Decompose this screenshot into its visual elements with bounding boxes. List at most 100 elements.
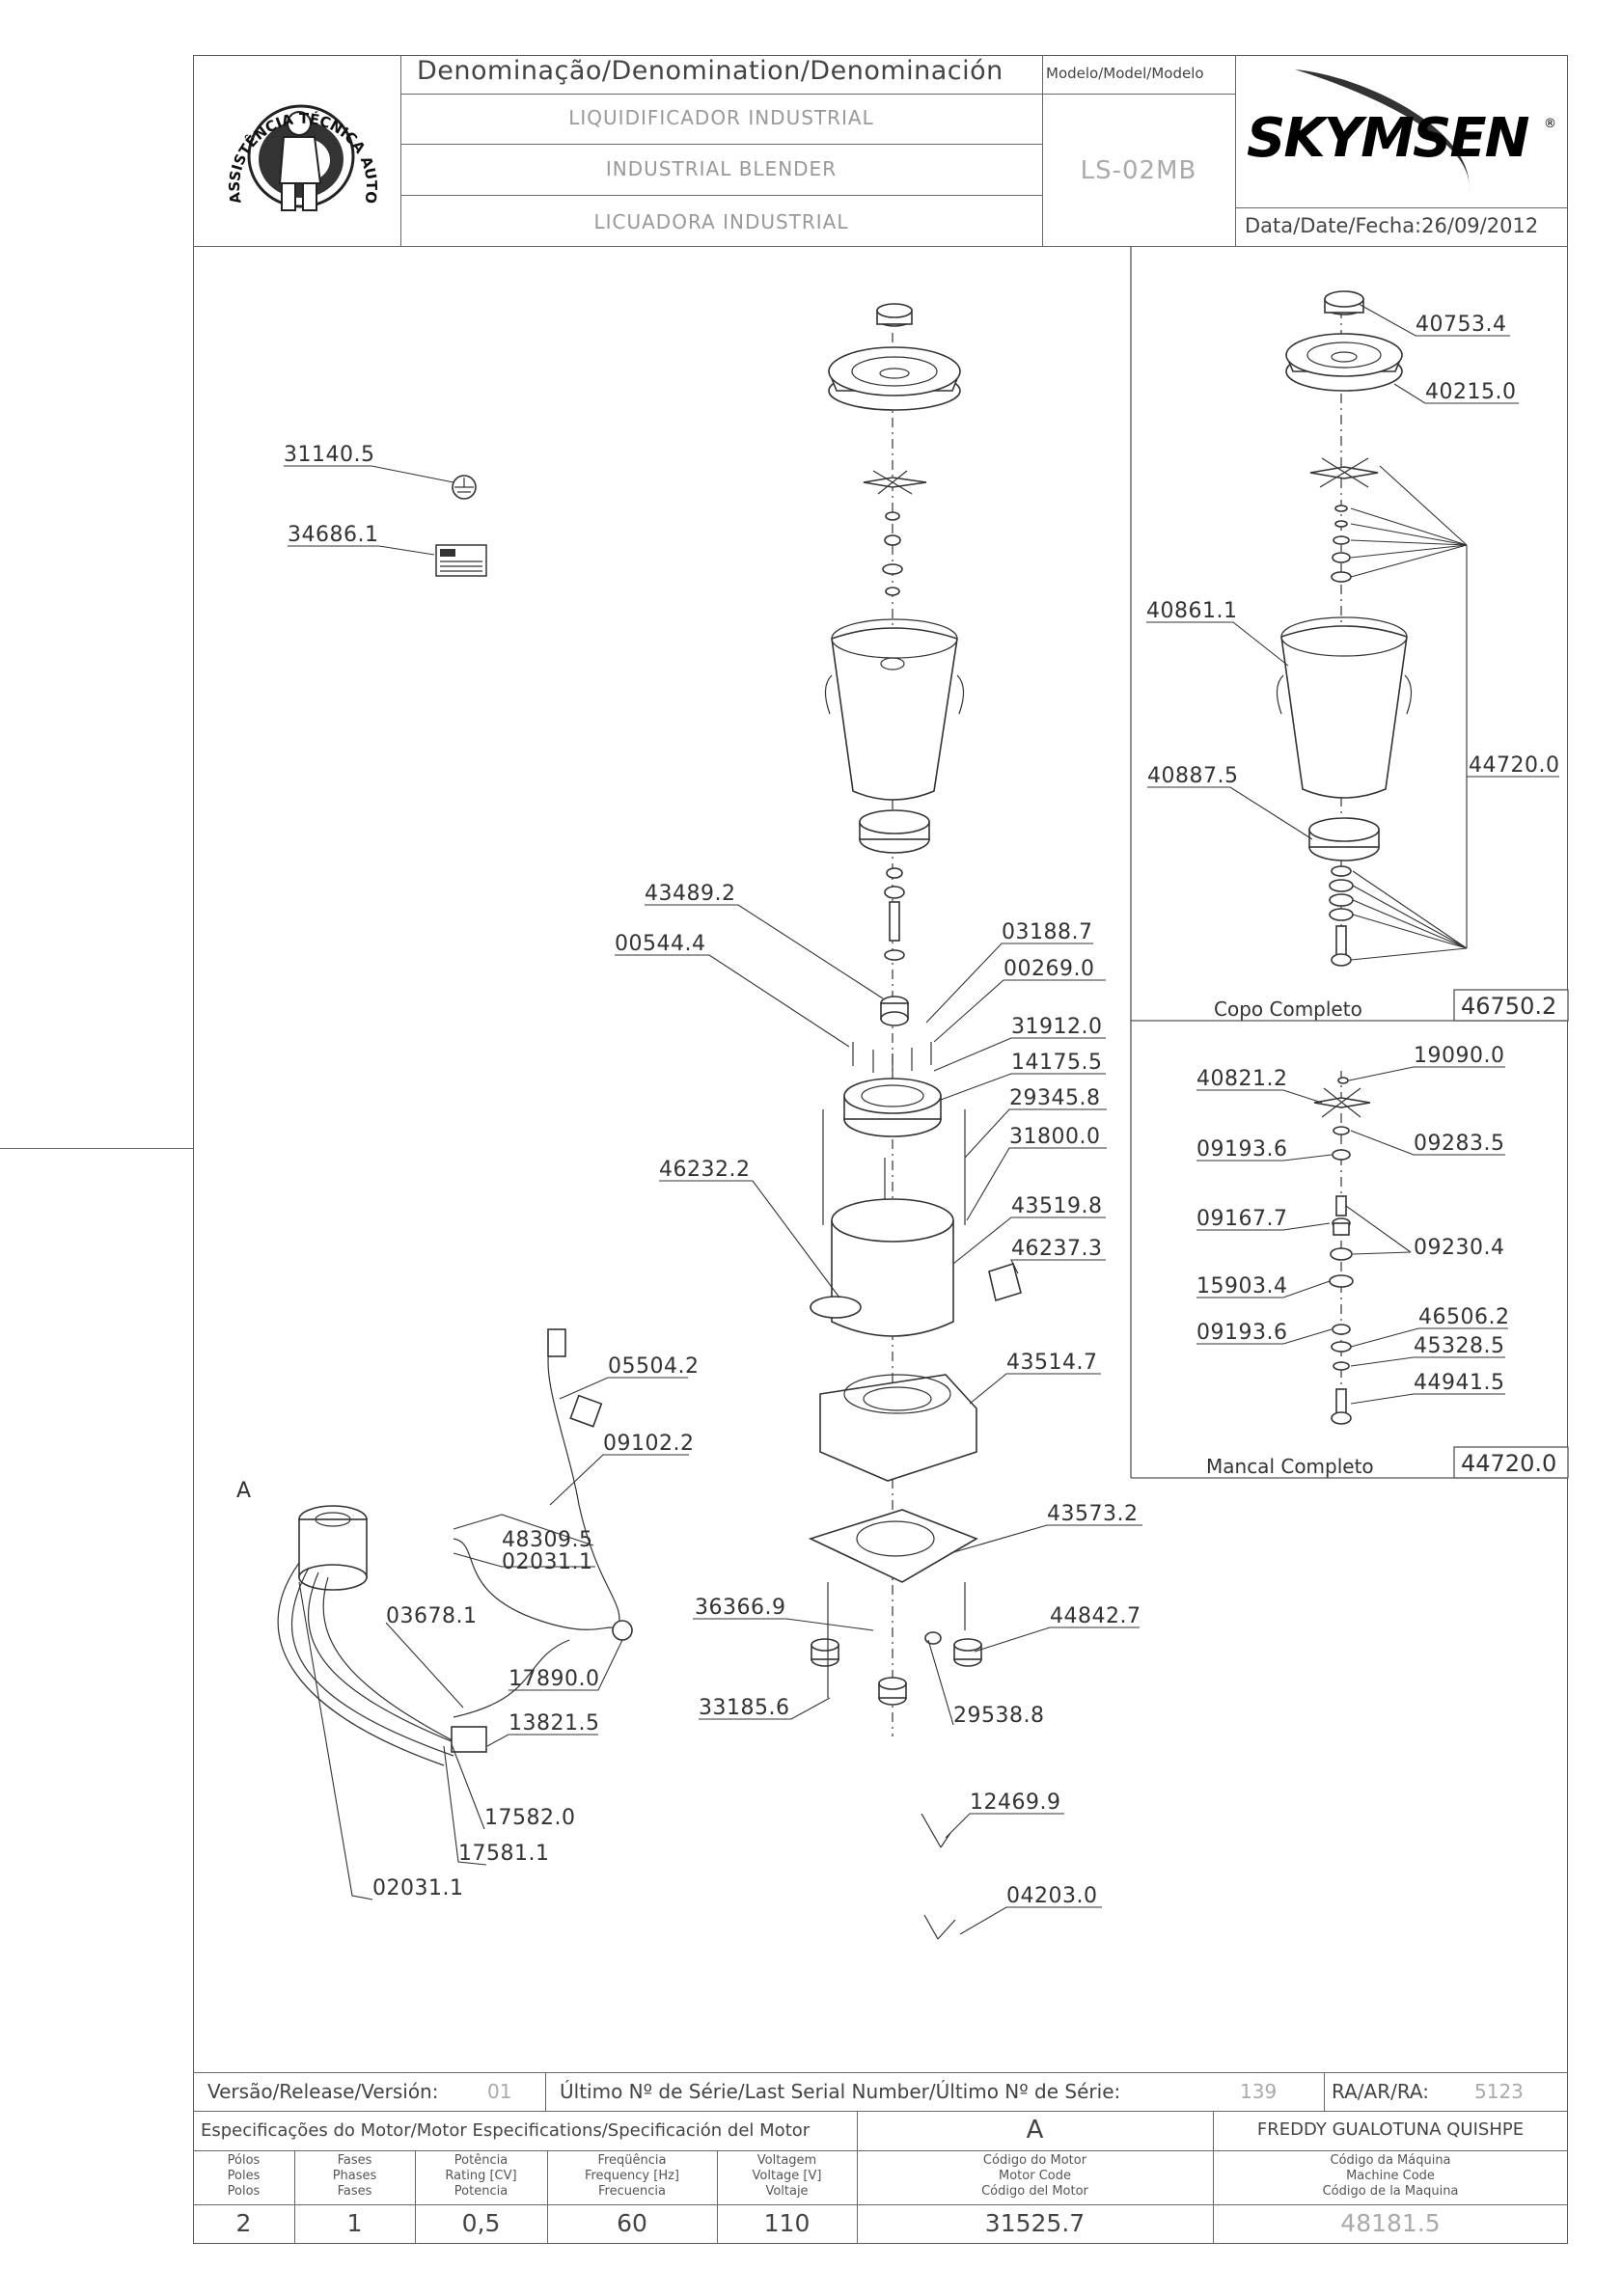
part-label: 17890.0 bbox=[509, 1667, 599, 1691]
col-phases: Fases Phases Fases bbox=[332, 2153, 377, 2199]
motor-code-value: 31525.7 bbox=[984, 2209, 1086, 2237]
part-label: 44842.7 bbox=[1050, 1604, 1141, 1628]
model-value: LS-02MB bbox=[1080, 156, 1197, 185]
warning-label bbox=[435, 544, 487, 577]
model-title: Modelo/Model/Modelo bbox=[1046, 65, 1204, 82]
part-label: 40887.5 bbox=[1147, 764, 1238, 788]
part-label: 14175.5 bbox=[1011, 1051, 1102, 1075]
part-label: 45328.5 bbox=[1414, 1334, 1504, 1358]
col-power: Potência Rating [CV] Potencia bbox=[445, 2153, 517, 2199]
technician-name: FREDDY GUALOTUNA QUISHPE bbox=[1256, 2119, 1525, 2140]
part-label: 46506.2 bbox=[1418, 1305, 1509, 1329]
date-value: 26/09/2012 bbox=[1421, 214, 1539, 237]
col-machine-code: Código da Máquina Machine Code Código de… bbox=[1322, 2153, 1459, 2199]
col-voltage: Voltagem Voltage [V] Voltaje bbox=[752, 2153, 822, 2199]
cup-assembly-parts bbox=[1276, 290, 1413, 967]
part-label: 43514.7 bbox=[1006, 1351, 1097, 1375]
part-label: 09230.4 bbox=[1414, 1236, 1504, 1260]
part-label: 40753.4 bbox=[1416, 313, 1506, 337]
version-label: Versão/Release/Versión: bbox=[207, 2080, 439, 2103]
part-label: 40821.2 bbox=[1196, 1067, 1287, 1091]
part-label: 19090.0 bbox=[1414, 1044, 1504, 1068]
date-field: Data/Date/Fecha:26/09/2012 bbox=[1245, 214, 1538, 237]
part-label: 48309.5 bbox=[502, 1528, 592, 1552]
part-label: 43489.2 bbox=[645, 882, 735, 906]
svg-text:®: ® bbox=[1544, 117, 1556, 131]
part-label: 43573.2 bbox=[1047, 1502, 1138, 1526]
part-label: 44941.5 bbox=[1414, 1371, 1504, 1395]
part-label: 02031.1 bbox=[502, 1550, 592, 1574]
margin-line bbox=[0, 1148, 193, 1149]
part-label: 12469.9 bbox=[970, 1790, 1060, 1815]
drawing-sheet bbox=[193, 55, 1568, 2244]
main-exploded-stack bbox=[808, 303, 1022, 1940]
part-label: 43519.8 bbox=[1011, 1194, 1102, 1218]
cup-caption: Copo Completo bbox=[1214, 998, 1362, 1021]
part-label: 03188.7 bbox=[1002, 920, 1092, 944]
bearing-caption: Mancal Completo bbox=[1206, 1455, 1374, 1478]
part-label: 44720.0 bbox=[1469, 753, 1559, 778]
part-label: 09102.2 bbox=[603, 1432, 694, 1456]
serial-value: 139 bbox=[1240, 2080, 1278, 2103]
part-label: 46237.3 bbox=[1011, 1237, 1102, 1261]
col-motor-code: Código do Motor Motor Code Código del Mo… bbox=[981, 2153, 1088, 2199]
motor-letter-footer: A bbox=[1026, 2116, 1044, 2145]
ra-label: RA/AR/RA: bbox=[1332, 2080, 1429, 2103]
motor-spec-label: Especificações do Motor/Motor Especifica… bbox=[201, 2120, 811, 2141]
poles-value: 2 bbox=[235, 2209, 252, 2237]
authorized-assistance-seal: ASSISTÊNCIA TÉCNICA AUTORIZADA bbox=[212, 68, 380, 211]
ra-value: 5123 bbox=[1474, 2080, 1524, 2103]
part-label: 29345.8 bbox=[1009, 1086, 1100, 1110]
product-name-en: INDUSTRIAL BLENDER bbox=[605, 157, 838, 180]
frequency-value: 60 bbox=[617, 2209, 647, 2237]
part-label: 00544.4 bbox=[615, 932, 705, 956]
leader-lines bbox=[284, 303, 1559, 1935]
motor-assembly-a bbox=[277, 1328, 633, 1766]
serial-label: Último Nº de Série/Last Serial Number/Úl… bbox=[560, 2080, 1121, 2103]
part-label: 15903.4 bbox=[1196, 1274, 1287, 1298]
part-label: 36366.9 bbox=[695, 1596, 785, 1620]
cup-code: 46750.2 bbox=[1461, 993, 1556, 1020]
date-label: Data/Date/Fecha: bbox=[1245, 214, 1422, 237]
part-label: 31140.5 bbox=[284, 443, 374, 467]
part-label: 34686.1 bbox=[288, 523, 378, 547]
part-label: 31912.0 bbox=[1011, 1015, 1102, 1039]
denomination-title: Denominação/Denomination/Denominación bbox=[417, 56, 1003, 86]
col-poles: Pólos Poles Polos bbox=[227, 2153, 261, 2199]
voltage-value: 110 bbox=[763, 2209, 811, 2237]
brand-text: SKYMSEN bbox=[1247, 107, 1529, 170]
part-label: 40861.1 bbox=[1146, 599, 1237, 623]
machine-code-value: 48181.5 bbox=[1340, 2209, 1441, 2237]
part-label: 09283.5 bbox=[1414, 1132, 1504, 1156]
bearing-assembly-parts bbox=[1313, 1071, 1371, 1425]
part-label: 05504.2 bbox=[608, 1354, 699, 1379]
power-value: 0,5 bbox=[461, 2209, 501, 2237]
part-label: 00269.0 bbox=[1003, 957, 1094, 981]
cup-assembly-panel: Copo Completo 46750.2 Mancal Completo 44… bbox=[1130, 246, 1569, 1479]
part-label: 31800.0 bbox=[1009, 1125, 1100, 1149]
bearing-code: 44720.0 bbox=[1461, 1450, 1556, 1477]
part-label: 03678.1 bbox=[386, 1604, 477, 1628]
part-label: 09193.6 bbox=[1196, 1321, 1287, 1345]
part-label: 33185.6 bbox=[699, 1696, 789, 1720]
part-label: 46232.2 bbox=[659, 1158, 750, 1182]
part-label: 13821.5 bbox=[509, 1711, 599, 1736]
part-label: 40215.0 bbox=[1425, 380, 1516, 404]
part-label: 17582.0 bbox=[484, 1806, 575, 1830]
version-value: 01 bbox=[487, 2080, 512, 2103]
motor-letter: A bbox=[236, 1479, 252, 1503]
part-label: 09167.7 bbox=[1196, 1207, 1287, 1231]
skymsen-logo: SKYMSEN ® bbox=[1247, 69, 1556, 193]
part-labels: 31140.5 34686.1 43489.2 00544.4 03188.7 … bbox=[236, 313, 1559, 1908]
part-label: 02031.1 bbox=[372, 1876, 463, 1900]
part-label: 09193.6 bbox=[1196, 1137, 1287, 1162]
part-label: 29538.8 bbox=[953, 1704, 1044, 1728]
phases-value: 1 bbox=[346, 2209, 363, 2237]
ground-symbol bbox=[452, 475, 477, 500]
product-name-es: LICUADORA INDUSTRIAL bbox=[593, 210, 849, 233]
col-frequency: Freqüência Frequency [Hz] Frecuencia bbox=[584, 2153, 680, 2199]
part-label: 04203.0 bbox=[1006, 1884, 1097, 1908]
product-name-pt: LIQUIDIFICADOR INDUSTRIAL bbox=[568, 106, 874, 129]
part-label: 17581.1 bbox=[458, 1842, 549, 1866]
